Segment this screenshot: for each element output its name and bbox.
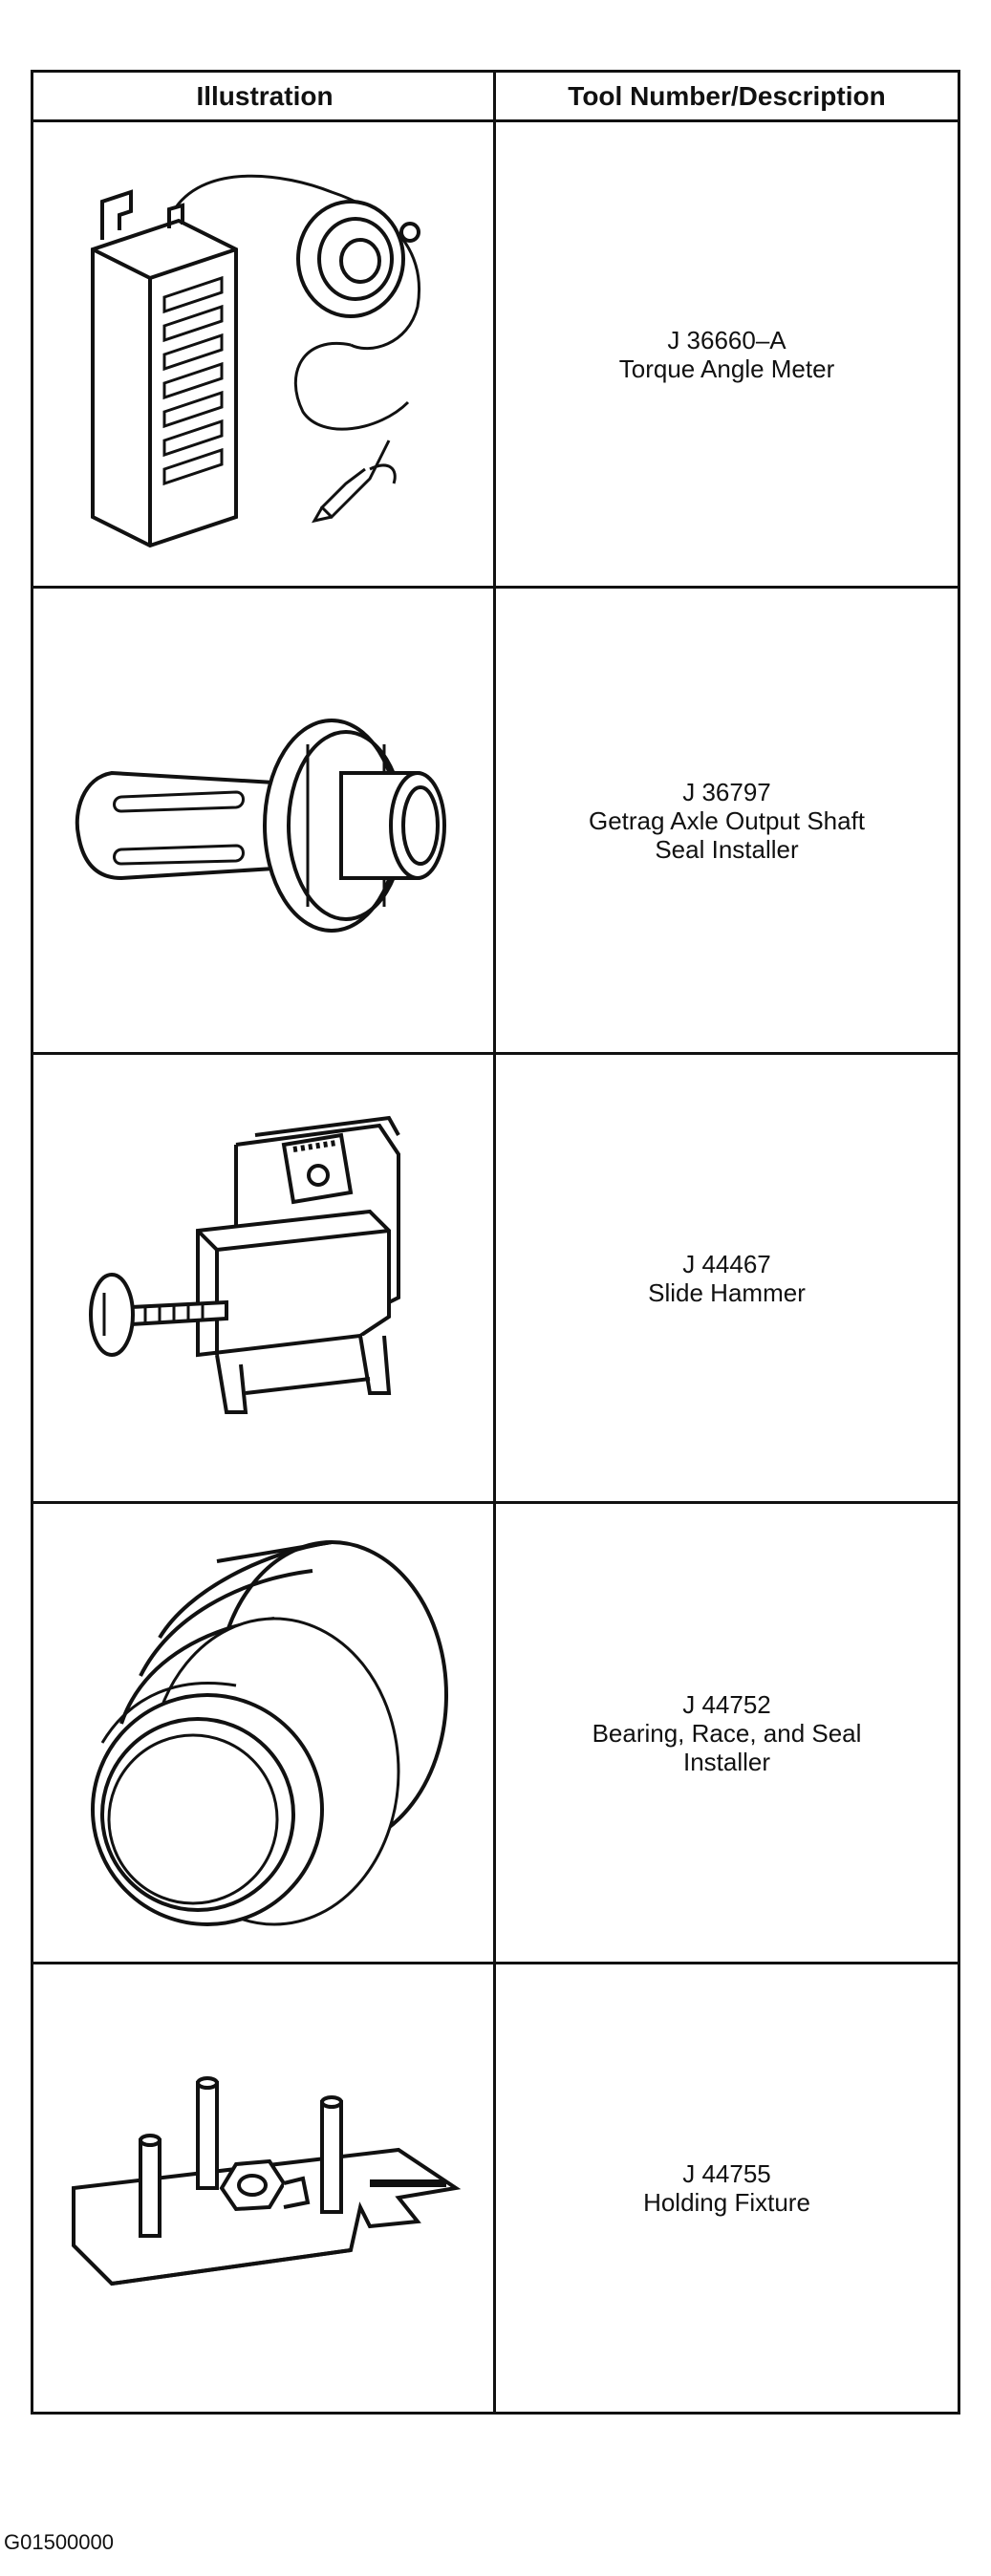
illustration-cell [33, 1964, 496, 2412]
tool-table: Illustration Tool Number/Description [31, 70, 960, 2415]
tool-description: Slide Hammer [648, 1277, 806, 1307]
table-row: J 36660–A Torque Angle Meter [33, 122, 958, 589]
tool-number: J 44752 [682, 1689, 771, 1719]
tool-description: Torque Angle Meter [618, 354, 835, 383]
torque-angle-meter-icon [91, 174, 420, 547]
illustration-cell [33, 122, 496, 586]
tool-number: J 44755 [682, 2159, 771, 2188]
table-row: J 44752 Bearing, Race, and Seal Installe… [33, 1504, 958, 1964]
header-tool-number-description: Tool Number/Description [568, 80, 886, 111]
table-row: J 44755 Holding Fixture [33, 1964, 958, 2412]
tool-number: J 44467 [682, 1249, 771, 1278]
illustration-cell [33, 589, 496, 1052]
header-illustration: Illustration [196, 80, 334, 111]
holding-fixture-icon [72, 2076, 462, 2286]
description-cell: J 44752 Bearing, Race, and Seal Installe… [496, 1504, 958, 1962]
figure-code: G01500000 [4, 2530, 114, 2554]
table-row: J 44467 Slide Hammer [33, 1055, 958, 1504]
table-row: J 36797 Getrag Axle Output Shaft Seal In… [33, 589, 958, 1055]
illustration-cell [33, 1055, 496, 1501]
slide-hammer-icon [89, 1115, 400, 1414]
description-cell: J 36797 Getrag Axle Output Shaft Seal In… [496, 589, 958, 1052]
seal-installer-icon [75, 718, 446, 933]
bearing-installer-icon [91, 1539, 448, 1926]
column-divider [493, 73, 496, 2412]
tool-description: Bearing, Race, and Seal [592, 1718, 862, 1748]
tool-description: Holding Fixture [643, 2188, 810, 2217]
tool-description: Seal Installer [655, 834, 799, 864]
description-cell: J 36660–A Torque Angle Meter [496, 122, 958, 586]
description-cell: J 44467 Slide Hammer [496, 1055, 958, 1501]
tool-description: Getrag Axle Output Shaft [588, 805, 866, 835]
illustration-cell [33, 1504, 496, 1962]
tool-number: J 36660–A [667, 325, 786, 354]
tool-description: Installer [682, 1747, 771, 1776]
tool-number: J 36797 [682, 777, 771, 806]
description-cell: J 44755 Holding Fixture [496, 1964, 958, 2412]
